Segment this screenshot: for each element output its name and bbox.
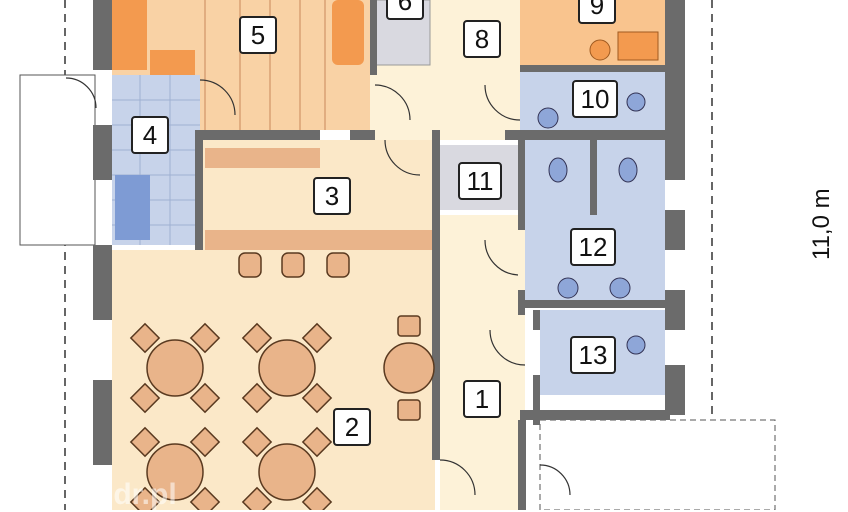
round-table: [383, 342, 435, 394]
chair: [397, 399, 421, 421]
chair: [129, 426, 161, 458]
round-table: [258, 443, 316, 501]
round-table: [146, 443, 204, 501]
chair: [241, 486, 273, 510]
furniture: [129, 252, 435, 510]
room-label-13: 13: [570, 336, 616, 374]
chair: [241, 426, 273, 458]
bar-stool: [238, 252, 262, 278]
room-label-4: 4: [131, 116, 169, 154]
stove: [112, 0, 147, 70]
chair: [129, 322, 161, 354]
dimension-label: 11,0 m: [808, 188, 835, 260]
side-terrace: [19, 74, 96, 246]
room-label-12: 12: [570, 228, 616, 266]
sanitary-fixtures: [537, 92, 646, 355]
round-table: [146, 339, 204, 397]
chair: [189, 486, 221, 510]
chair: [301, 382, 333, 414]
chair: [129, 382, 161, 414]
chair: [301, 486, 333, 510]
room-label-3: 3: [313, 177, 351, 215]
chair: [241, 382, 273, 414]
chair: [241, 322, 273, 354]
door-swings: [65, 77, 571, 496]
room-label-11: 11: [458, 162, 502, 200]
walls: [93, 0, 685, 510]
shower: [115, 175, 150, 240]
chair: [301, 426, 333, 458]
bar-stool: [326, 252, 350, 278]
room-label-2: 2: [333, 408, 371, 446]
bar-counter: [205, 230, 433, 250]
room-label-5: 5: [239, 16, 277, 54]
chair: [397, 315, 421, 337]
bar-stool: [281, 252, 305, 278]
room-label-10: 10: [572, 80, 618, 118]
chair: [189, 426, 221, 458]
room-label-1: 1: [463, 380, 501, 418]
chair: [301, 322, 333, 354]
room-label-8: 8: [463, 20, 501, 58]
chair: [129, 486, 161, 510]
round-table: [258, 339, 316, 397]
counter-top: [205, 148, 320, 168]
entrance-porch: [539, 419, 776, 510]
room-label-6: 6: [386, 0, 424, 20]
watermark: ddr.pl: [95, 478, 177, 511]
room-label-9: 9: [578, 0, 616, 24]
chair: [189, 322, 221, 354]
chair: [189, 382, 221, 414]
